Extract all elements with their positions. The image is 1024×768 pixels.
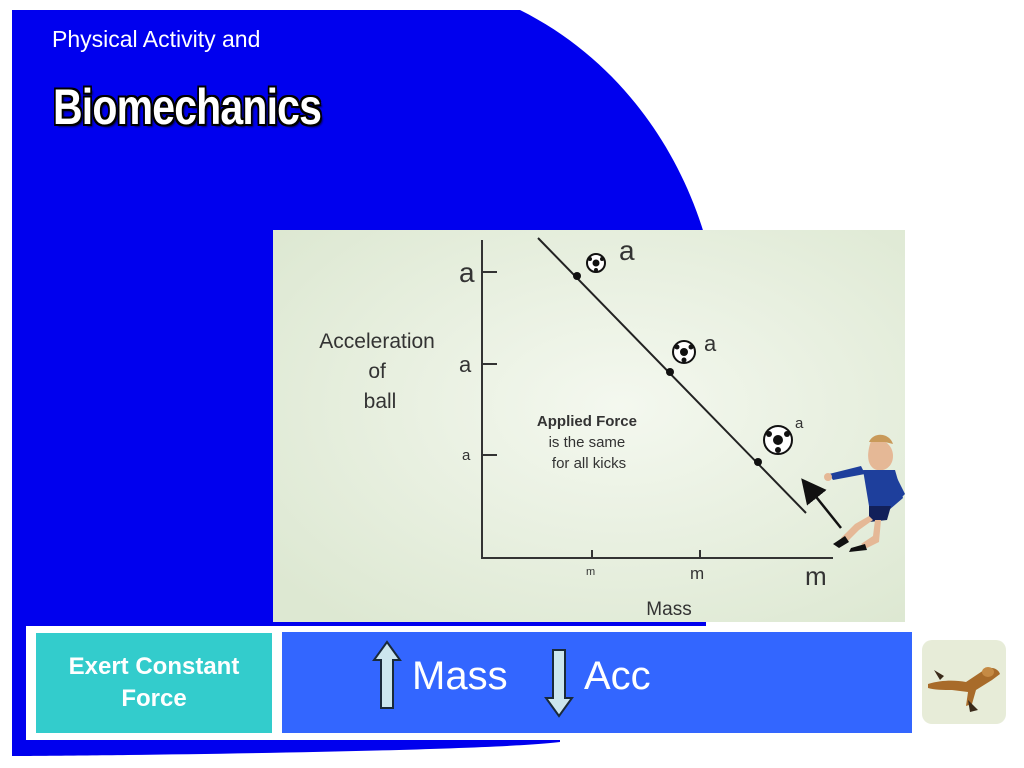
y-axis-label-line: of <box>368 360 386 383</box>
diagram-background <box>273 230 905 622</box>
soccer-ball-icon <box>586 253 606 273</box>
y-tick-label-small: a <box>462 447 471 464</box>
acc-label: Acc <box>584 654 651 698</box>
y-axis-label-line: Acceleration <box>319 330 435 353</box>
data-point <box>573 272 581 280</box>
subtitle: Physical Activity and <box>52 26 261 52</box>
constant-force-line: Exert Constant <box>68 653 240 680</box>
exert-constant-force-box: Exert Constant Force <box>36 633 272 733</box>
ball-acceleration-label-large: a <box>619 235 635 266</box>
data-point <box>754 458 762 466</box>
arrow-icon <box>801 478 842 529</box>
acceleration-mass-diagram: a a a m m m Acceleration of ball Mass a … <box>273 230 905 622</box>
constant-force-line: Force <box>121 685 187 712</box>
applied-force-note-line: is the same <box>549 434 626 451</box>
x-tick-label-small: m <box>586 566 595 578</box>
x-tick-label-large: m <box>805 561 827 591</box>
logo-figure-icon <box>928 667 1000 712</box>
applied-force-note: Applied Force is the same for all kicks <box>537 413 641 472</box>
ball-acceleration-label-small: a <box>795 415 804 432</box>
applied-force-note-bold: Applied Force <box>537 413 637 430</box>
mass-label: Mass <box>412 654 508 698</box>
biomechanics-logo <box>922 640 1006 724</box>
soccer-ball-icon <box>763 425 793 455</box>
kicking-player-figure <box>824 434 905 552</box>
data-point <box>666 368 674 376</box>
y-axis-label: Acceleration of ball <box>319 330 440 413</box>
up-arrow-icon <box>372 640 402 709</box>
y-axis-label-line: ball <box>364 390 397 413</box>
x-axis-label: Mass <box>646 599 691 620</box>
y-tick-label-medium: a <box>459 352 472 377</box>
x-tick-label-medium: m <box>690 564 704 583</box>
soccer-ball-icon <box>672 340 696 364</box>
down-arrow-icon <box>544 649 574 718</box>
slide-title: Biomechanics <box>53 79 322 135</box>
inverse-relation-line <box>537 237 807 514</box>
ball-acceleration-label-medium: a <box>704 331 717 356</box>
y-tick-label-large: a <box>459 257 475 288</box>
applied-force-note-line: for all kicks <box>552 455 626 472</box>
